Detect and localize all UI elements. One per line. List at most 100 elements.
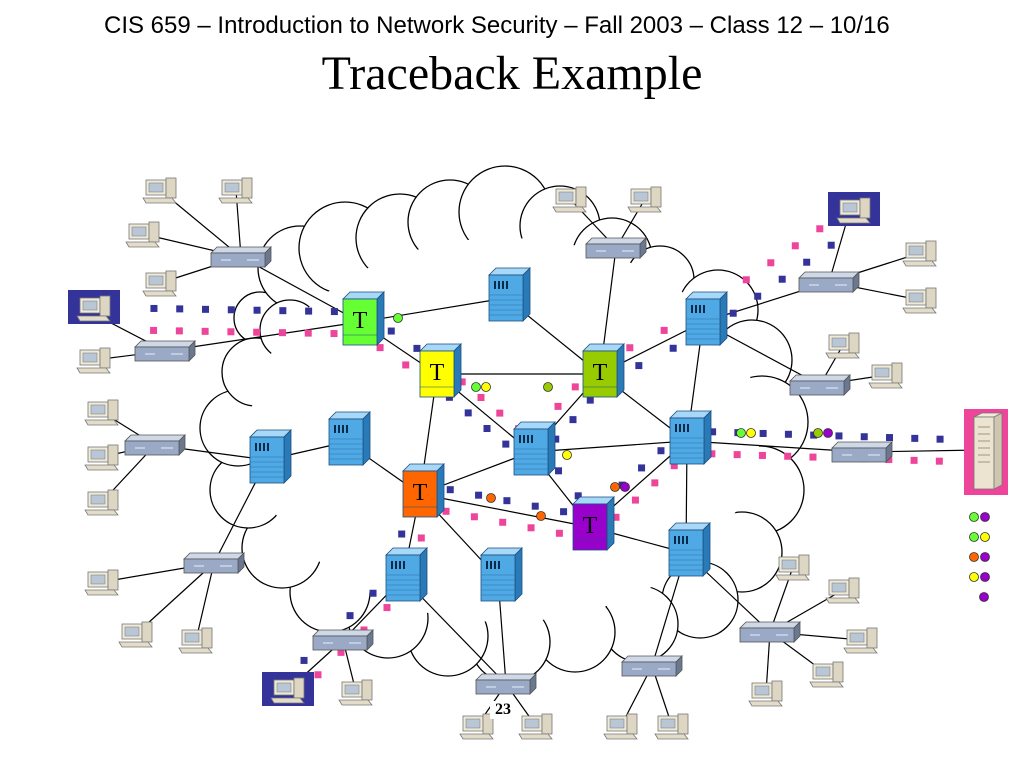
hub-icon <box>312 629 374 651</box>
victim-marker-green <box>969 512 979 522</box>
victim-marker-purple <box>979 592 989 602</box>
traceback-markers <box>393 313 990 602</box>
packet-attack <box>527 524 535 532</box>
hub-icon <box>134 340 196 362</box>
hub-icon <box>831 441 893 463</box>
packet-normal <box>387 327 395 335</box>
victim-server-icon <box>964 409 1008 495</box>
traceback-marker <box>543 382 553 392</box>
hub-icon <box>124 434 186 456</box>
packet-normal <box>669 344 677 352</box>
packet-normal <box>555 467 563 475</box>
workstation-icon <box>84 569 119 596</box>
packet-attack <box>278 329 286 337</box>
packet-attack <box>784 452 792 460</box>
workstation-icon <box>868 362 903 389</box>
workstation-icon <box>518 713 553 740</box>
workstation-icon <box>809 661 844 688</box>
traceback-marker <box>823 428 833 438</box>
packet-normal <box>552 435 560 443</box>
victim-marker-purple <box>980 572 990 582</box>
traceback-marker <box>486 493 496 503</box>
packet-normal <box>709 428 717 436</box>
router-icon <box>385 547 428 602</box>
workstation-icon <box>76 347 111 374</box>
traceback-router-purple: T <box>572 496 615 551</box>
workstation-icon <box>603 713 638 740</box>
traceback-marker <box>536 511 546 521</box>
victim-marker-yellow <box>980 532 990 542</box>
packet-attack <box>660 326 668 334</box>
workstation-icon <box>902 287 937 314</box>
packet-normal <box>560 508 568 516</box>
packet-attack <box>809 453 817 461</box>
packet-normal <box>502 440 510 448</box>
packet-normal <box>835 432 843 440</box>
packet-normal <box>305 307 313 315</box>
network-link <box>530 440 688 453</box>
packet-normal <box>860 433 868 441</box>
victim-marker-purple <box>980 552 990 562</box>
traceback-marker <box>736 428 746 438</box>
workstation-icon <box>270 677 305 704</box>
packet-normal <box>784 430 792 438</box>
packet-normal <box>150 304 158 312</box>
packet-attack <box>383 604 391 612</box>
victim-marker-green <box>969 532 979 542</box>
packet-normal <box>330 308 338 316</box>
workstation-icon <box>459 713 494 740</box>
traceback-marker <box>562 450 572 460</box>
traceback-marker <box>471 382 481 392</box>
packet-attack <box>670 462 678 470</box>
packet-attack <box>791 242 799 250</box>
hub-icon <box>798 271 860 293</box>
packet-attack <box>314 671 322 679</box>
packet-attack <box>470 513 478 521</box>
workstation-icon <box>775 554 810 581</box>
traceback-router-label: T <box>353 308 368 334</box>
router-icon <box>669 410 712 465</box>
workstation-icon <box>627 186 662 213</box>
hub-icon <box>789 374 851 396</box>
traceback-router-yellow: T <box>419 343 462 398</box>
packet-normal <box>803 258 811 266</box>
packet-normal <box>569 416 577 424</box>
packet-attack <box>555 529 563 537</box>
packet-attack <box>150 326 158 334</box>
packet-normal <box>475 491 483 499</box>
packet-normal <box>586 396 594 404</box>
packet-normal <box>827 241 835 249</box>
packet-normal <box>778 275 786 283</box>
packet-attack <box>816 225 824 233</box>
packet-attack <box>175 327 183 335</box>
packet-normal <box>483 424 491 432</box>
packet-attack <box>417 534 425 542</box>
packet-attack <box>626 344 634 352</box>
packet-attack <box>742 276 750 284</box>
packet-attack <box>651 479 659 487</box>
workstation-icon <box>825 577 860 604</box>
packet-normal <box>346 612 354 620</box>
workstation-icon <box>178 627 213 654</box>
traceback-marker <box>610 482 620 492</box>
packet-attack <box>477 394 485 402</box>
packet-attack <box>935 457 943 465</box>
packet-normal <box>531 502 539 510</box>
packet-normal <box>279 307 287 315</box>
packet-normal <box>300 656 308 664</box>
page-number: 23 <box>490 701 516 719</box>
packet-normal <box>911 434 919 442</box>
packet-attack <box>227 328 235 336</box>
hub-icon <box>183 552 245 574</box>
workstation-icon <box>118 621 153 648</box>
workstation-icon <box>84 444 119 471</box>
traceback-router-green: T <box>342 291 385 346</box>
packet-attack <box>612 513 620 521</box>
hub-icon <box>739 621 801 643</box>
network-link <box>195 562 215 641</box>
hub-icon <box>585 237 647 259</box>
hub-icon <box>621 655 683 677</box>
packet-normal <box>886 434 894 442</box>
workstation-icon <box>125 221 160 248</box>
